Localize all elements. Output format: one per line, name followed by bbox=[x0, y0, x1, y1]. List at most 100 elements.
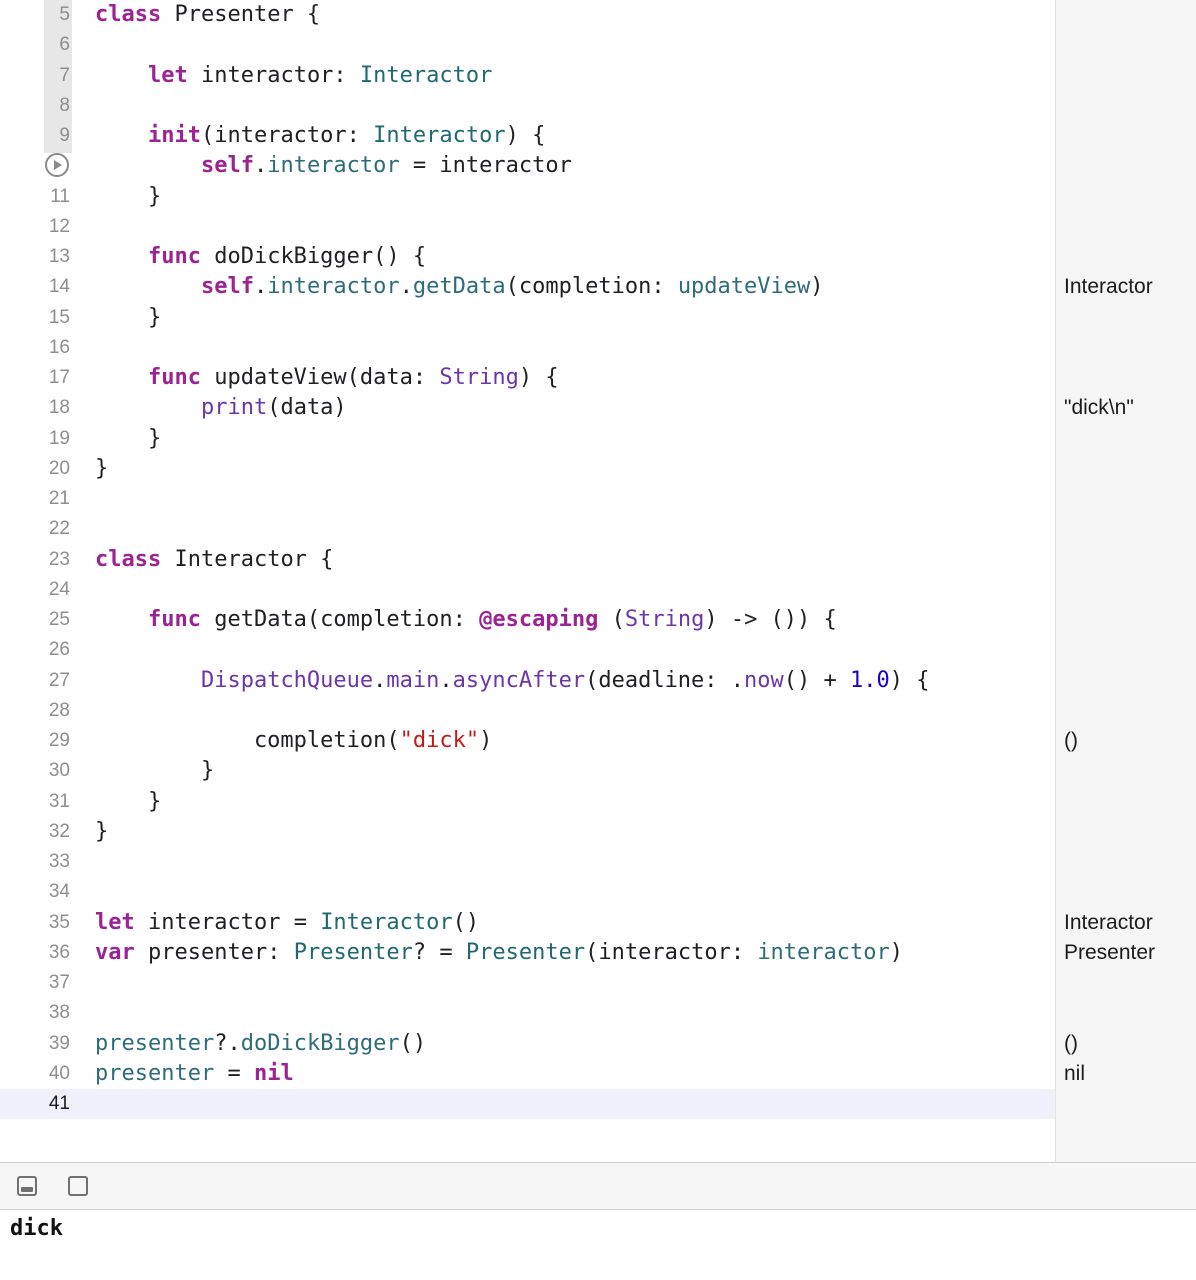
code-line[interactable]: 41 bbox=[0, 1089, 1196, 1119]
code-line[interactable]: 22 bbox=[0, 514, 1196, 544]
results-sidebar bbox=[1055, 0, 1196, 1162]
code-token: } bbox=[95, 818, 109, 844]
result-value[interactable]: () bbox=[1064, 1031, 1078, 1055]
line-number: 32 bbox=[48, 820, 70, 842]
line-number: 33 bbox=[48, 851, 70, 872]
code-line[interactable]: 26 bbox=[0, 635, 1196, 665]
code-line[interactable]: 21 bbox=[0, 484, 1196, 514]
result-value[interactable]: nil bbox=[1064, 1061, 1086, 1085]
code-text: presenter?.doDickBigger() bbox=[95, 1029, 426, 1059]
code-token bbox=[95, 607, 148, 632]
code-text: class Interactor { bbox=[95, 545, 333, 575]
code-line[interactable]: self.interactor = interactor bbox=[0, 151, 1196, 181]
code-line[interactable]: 7 let interactor: Interactor bbox=[0, 61, 1196, 91]
console-area[interactable]: dick bbox=[0, 1210, 1196, 1280]
code-token: ) bbox=[889, 939, 904, 965]
code-text: let interactor = Interactor() bbox=[95, 908, 479, 938]
code-token: class bbox=[95, 546, 162, 572]
code-line[interactable]: 20} bbox=[0, 454, 1196, 484]
code-token: self bbox=[200, 274, 254, 300]
line-number: 20 bbox=[48, 457, 70, 479]
result-value[interactable]: "dick\n" bbox=[1064, 396, 1134, 420]
line-number: 30 bbox=[48, 760, 70, 782]
code-token: interactor bbox=[267, 153, 400, 179]
inspector-toggle-icon[interactable] bbox=[68, 1176, 88, 1196]
play-circle-icon[interactable] bbox=[45, 153, 69, 178]
code-line[interactable]: 15 } bbox=[0, 303, 1196, 333]
line-number: 21 bbox=[48, 488, 70, 509]
code-token: main bbox=[386, 667, 440, 693]
debug-toolbar bbox=[0, 1162, 1196, 1210]
code-token bbox=[95, 63, 148, 88]
code-line[interactable]: 8 bbox=[0, 91, 1196, 121]
code-token: var bbox=[95, 939, 135, 965]
code-token: } bbox=[95, 758, 215, 784]
code-line[interactable]: 12 bbox=[0, 212, 1196, 242]
code-line[interactable]: 18 print(data)"dick\n" bbox=[0, 393, 1196, 423]
console-toggle-icon[interactable] bbox=[17, 1176, 37, 1196]
code-text: self.interactor.getData(completion: upda… bbox=[95, 272, 824, 302]
code-line[interactable]: 14 self.interactor.getData(completion: u… bbox=[0, 272, 1196, 302]
code-line[interactable]: 31 } bbox=[0, 787, 1196, 817]
code-line[interactable]: 37 bbox=[0, 968, 1196, 998]
code-token: String bbox=[624, 607, 705, 632]
code-line[interactable]: 28 bbox=[0, 696, 1196, 726]
code-line[interactable]: 27 DispatchQueue.main.asyncAfter(deadlin… bbox=[0, 666, 1196, 696]
code-text: var presenter: Presenter? = Presenter(in… bbox=[95, 938, 903, 968]
result-value[interactable]: () bbox=[1064, 729, 1078, 752]
code-line[interactable]: 9 init(interactor: Interactor) { bbox=[0, 121, 1196, 151]
code-token: Presenter bbox=[465, 939, 586, 965]
line-number: 22 bbox=[48, 518, 70, 540]
result-value[interactable]: Interactor bbox=[1064, 910, 1153, 934]
line-number: 16 bbox=[48, 336, 70, 358]
code-line[interactable]: 33 bbox=[0, 847, 1196, 877]
code-token: ) { bbox=[505, 123, 546, 148]
code-token: () + bbox=[783, 667, 851, 693]
line-number: 38 bbox=[48, 1002, 70, 1024]
code-token: . bbox=[373, 667, 387, 693]
code-line[interactable]: 25 func getData(completion: @escaping (S… bbox=[0, 605, 1196, 635]
code-token: DispatchQueue bbox=[200, 667, 374, 693]
code-token: interactor: bbox=[187, 62, 360, 88]
code-token: ) { bbox=[518, 365, 559, 390]
code-text: func updateView(data: String) { bbox=[95, 363, 559, 393]
code-line[interactable]: 6 bbox=[0, 30, 1196, 60]
code-token: = bbox=[214, 1060, 254, 1086]
code-text: let interactor: Interactor bbox=[95, 61, 492, 91]
code-line[interactable]: 30 } bbox=[0, 756, 1196, 786]
code-token: interactor = bbox=[134, 909, 321, 935]
code-token: (data) bbox=[267, 395, 347, 421]
result-value[interactable]: Presenter bbox=[1064, 940, 1156, 964]
code-line[interactable]: 34 bbox=[0, 877, 1196, 907]
line-number: 7 bbox=[59, 64, 70, 86]
line-number: 34 bbox=[48, 881, 70, 903]
code-token: getData(completion: bbox=[200, 607, 480, 632]
code-line[interactable]: 17 func updateView(data: String) { bbox=[0, 363, 1196, 393]
code-token: (deadline: . bbox=[585, 667, 745, 693]
code-line[interactable]: 19 } bbox=[0, 424, 1196, 454]
result-value[interactable]: Interactor bbox=[1064, 275, 1153, 299]
line-number: 41 bbox=[48, 1093, 70, 1114]
line-number: 9 bbox=[59, 125, 70, 146]
code-text: func doDickBigger() { bbox=[95, 242, 426, 272]
code-line[interactable]: 16 bbox=[0, 333, 1196, 363]
code-text: print(data) bbox=[95, 393, 347, 423]
code-line[interactable]: 24 bbox=[0, 575, 1196, 605]
code-token bbox=[95, 274, 201, 299]
code-line[interactable]: 29 completion("dick")() bbox=[0, 726, 1196, 756]
line-number: 11 bbox=[50, 185, 70, 207]
code-line[interactable]: 11 } bbox=[0, 182, 1196, 212]
code-token: func bbox=[147, 365, 201, 390]
code-line[interactable]: 38 bbox=[0, 998, 1196, 1028]
line-number: 13 bbox=[48, 246, 70, 267]
code-line[interactable]: 13 func doDickBigger() { bbox=[0, 242, 1196, 272]
code-line[interactable]: 32} bbox=[0, 817, 1196, 847]
code-token: completion( bbox=[95, 728, 400, 753]
